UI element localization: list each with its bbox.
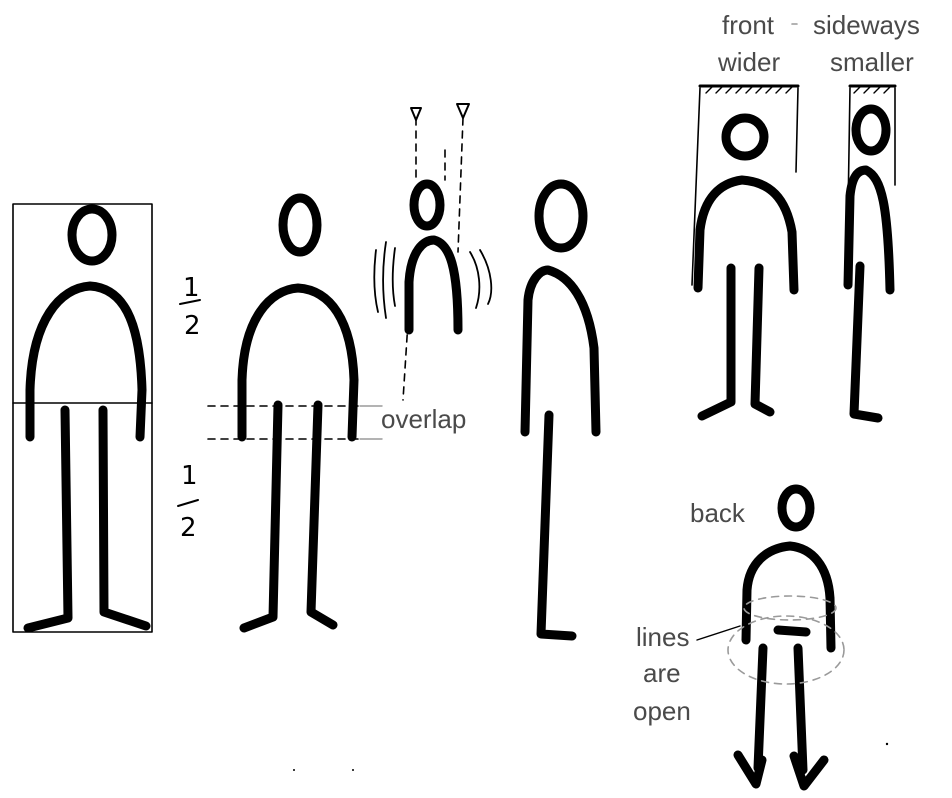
fraction-bottom: 1 2 <box>178 461 198 543</box>
torso-arms <box>30 286 142 437</box>
right-leg <box>755 268 770 412</box>
motion-line-4 <box>470 252 479 308</box>
left-leg <box>702 268 731 416</box>
front-label: front <box>722 10 775 40</box>
right-leg <box>311 405 333 625</box>
fraction-bottom-bar <box>178 500 198 506</box>
torso-arm <box>848 170 890 290</box>
are-label: are <box>643 658 681 688</box>
front-hatch-marks <box>706 87 792 93</box>
motion-line-5 <box>480 250 491 304</box>
fraction-top: 1 2 <box>180 273 201 341</box>
motion-line-1 <box>374 250 378 312</box>
left-leg <box>738 648 763 784</box>
front-view-figure: front wider <box>692 10 798 416</box>
right-leg <box>794 648 824 786</box>
overlap-label: overlap <box>381 404 466 434</box>
torso-arms <box>698 180 794 290</box>
head <box>283 198 317 252</box>
sideways-label: sideways <box>813 10 920 40</box>
side-view-figure <box>525 184 596 636</box>
open-label: open <box>633 696 691 726</box>
motion-line-3 <box>393 248 395 306</box>
head <box>414 184 440 226</box>
torso-arm <box>409 240 458 330</box>
wider-label: wider <box>717 47 780 77</box>
lines-leader <box>697 626 740 640</box>
sideways-hatch-marks <box>854 87 890 93</box>
leg <box>541 415 572 636</box>
speck <box>293 769 295 771</box>
sideways-view-figure: sideways smaller <box>813 10 920 418</box>
smaller-label: smaller <box>830 47 914 77</box>
waist-line <box>778 630 806 632</box>
proportion-figure <box>13 204 152 632</box>
arrow-head-left <box>411 108 421 120</box>
fraction-bottom-denominator: 2 <box>180 513 197 543</box>
left-leg <box>28 410 68 628</box>
head <box>72 209 112 261</box>
guide-line-right <box>458 118 463 252</box>
torso-arms <box>242 288 354 437</box>
speck <box>352 769 354 771</box>
head <box>539 184 583 248</box>
back-view-figure: back lines are open <box>633 489 844 786</box>
torso-arm <box>525 270 596 432</box>
back-label: back <box>690 498 746 528</box>
head <box>782 489 810 527</box>
speck <box>886 743 888 745</box>
overlap-figure: overlap <box>208 198 466 628</box>
lines-label: lines <box>636 622 689 652</box>
head <box>856 109 886 151</box>
head <box>726 118 764 156</box>
fraction-top-denominator: 2 <box>184 311 201 341</box>
fraction-bottom-numerator: 1 <box>181 461 198 491</box>
front-side-line-right <box>796 88 798 172</box>
right-leg <box>103 410 146 626</box>
motion-line-2 <box>383 242 386 318</box>
fraction-top-numerator: 1 <box>183 273 200 303</box>
arrow-head-right <box>457 104 469 118</box>
leg <box>854 266 878 418</box>
turning-figure <box>374 104 491 400</box>
